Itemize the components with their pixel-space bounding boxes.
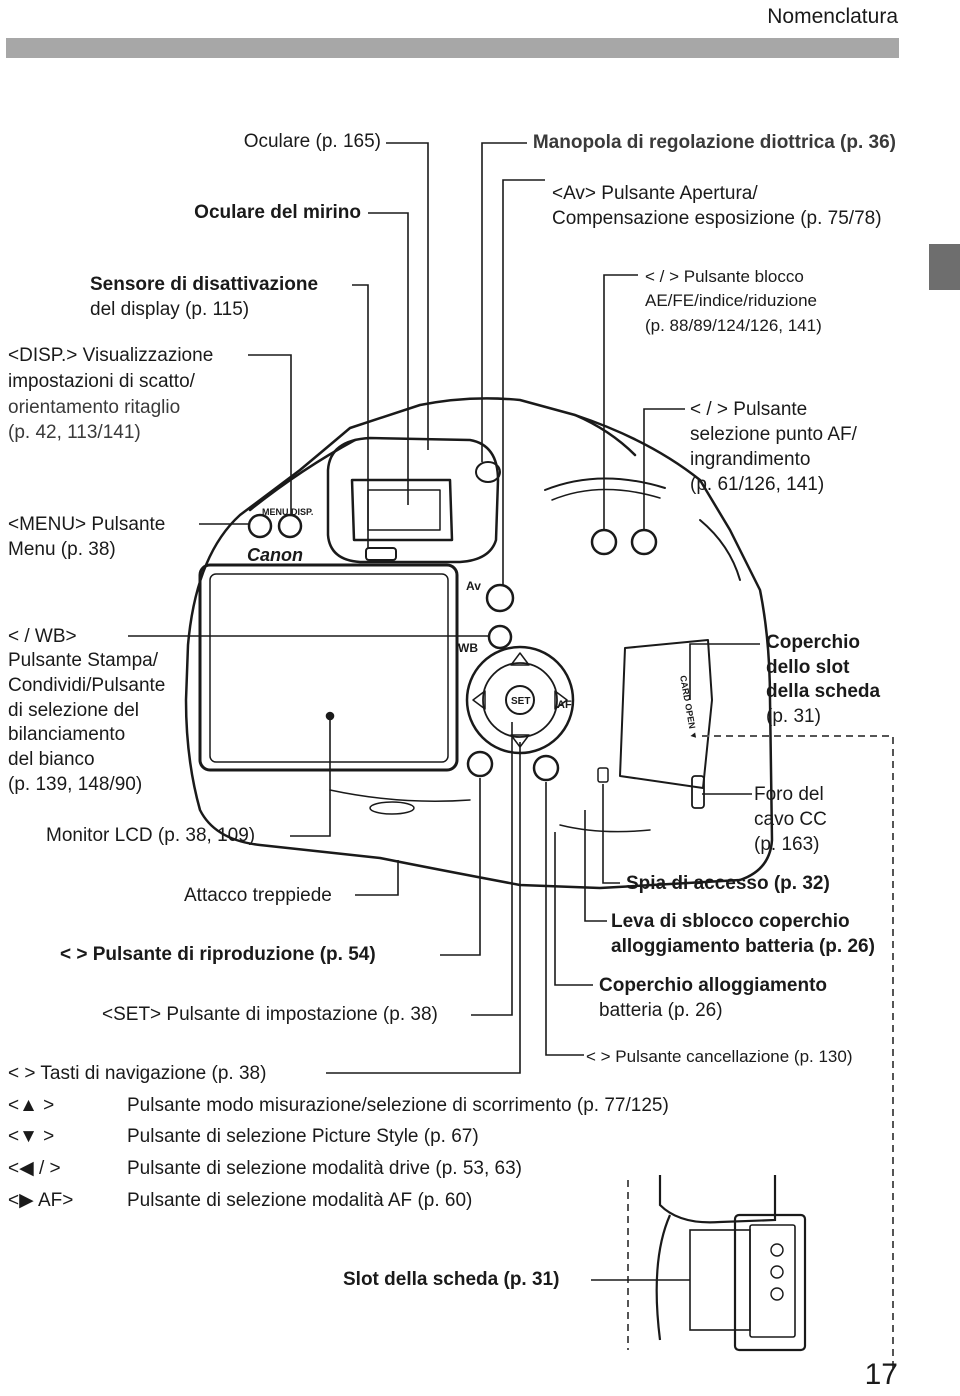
label-av-line2: Compensazione esposizione (p. 75/78) [552,208,882,229]
nav-left-description: Pulsante di selezione modalità drive (p.… [127,1158,523,1179]
label-disp-line1: <DISP.> Visualizzazione [8,345,214,366]
card-slot-bottom-view [658,1175,777,1224]
nav-down-key: <▼ > [8,1126,55,1147]
wb-marking: WB [458,641,478,655]
nav-down-description: Pulsante di selezione Picture Style (p. … [127,1126,479,1147]
card-slot-cover [619,639,713,789]
lcd-monitor [198,563,459,772]
label-foro-line3: (p. 163) [754,834,820,855]
label-coperchio-slot-line1: Coperchio [766,632,860,653]
label-disp-line3: orientamento ritaglio [8,397,181,418]
label-stampa-line2: Pulsante Stampa/ [8,650,158,671]
label-leva-line1: Leva di sblocco coperchio [611,911,850,932]
chapter-side-tab [929,244,960,290]
label-oculare: Oculare (p. 165) [243,131,381,152]
memory-card-slot [689,1229,751,1331]
label-disp-line4: (p. 42, 113/141) [8,422,141,443]
label-af-line1: < / > Pulsante [690,399,808,420]
ae-lock-button-drawing [590,528,618,556]
label-stampa-line3: Condividi/Pulsante [8,675,166,696]
print-button-drawing [487,624,513,650]
diopter-dial [475,461,501,483]
nav-right-description: Pulsante di selezione modalità AF (p. 60… [127,1190,473,1211]
af-marking: AF [557,699,572,711]
menu-button-drawing [247,513,273,539]
label-stampa-line5: bilanciamento [8,724,126,745]
eyecup [326,436,500,564]
display-off-sensor [365,547,397,561]
nav-left-key: <◀ / > [8,1158,61,1179]
disp-button-drawing [277,513,303,539]
erase-button-drawing [532,754,560,782]
label-cancellazione: < > Pulsante cancellazione (p. 130) [586,1047,853,1066]
av-marking: Av [466,579,481,593]
label-riproduzione: < > Pulsante di riproduzione (p. 54) [60,944,376,965]
af-point-button-drawing [630,528,658,556]
brand-logo-text: Canon [247,545,303,565]
page-header-title: Nomenclatura [767,5,898,28]
label-spia: Spia di accesso (p. 32) [626,873,830,894]
label-menu-line2: Menu (p. 38) [8,539,116,560]
label-coperchio-slot-line2: dello slot [766,657,850,678]
label-navigazione: < > Tasti di navigazione (p. 38) [8,1063,267,1084]
label-ae-line1: < / > Pulsante blocco [645,267,804,286]
playback-button-drawing [466,750,494,778]
menu-marking: MENU [262,507,289,517]
tripod-socket [369,801,415,815]
label-coperchio-slot-line3: della scheda [766,681,881,702]
label-af-line3: ingrandimento [690,449,811,470]
access-lamp [597,767,609,783]
label-stampa-line4: di selezione del [8,700,139,721]
label-monitor: Monitor LCD (p. 38, 109) [46,825,256,846]
label-coperchio-batt-line2: batteria (p. 26) [599,1000,723,1021]
label-stampa-line7: (p. 139, 148/90) [8,774,143,795]
label-disp-line2: impostazioni di scatto/ [8,371,195,392]
dc-cable-hole [691,775,705,809]
label-stampa-line6: del bianco [8,749,95,770]
av-button-drawing [485,583,515,613]
label-ae-line2: AE/FE/indice/riduzione [645,291,817,310]
label-sensore-line2: del display (p. 115) [90,299,250,320]
header-bar [6,38,899,58]
disp-marking: DISP. [291,507,313,517]
label-oculare-mirino: Oculare del mirino [194,202,361,223]
label-menu-line1: <MENU> Pulsante [8,514,166,535]
card-open-marking: CARD OPEN ▼ [678,675,699,741]
label-af-line4: (p. 61/126, 141) [690,474,825,495]
nav-up-key: <▲ > [8,1095,55,1116]
label-coperchio-slot-line4: (p. 31) [766,706,821,727]
page-number: 17 [864,1358,898,1391]
label-av-line1: <Av> Pulsante Apertura/ [552,183,758,204]
label-ae-line3: (p. 88/89/124/126, 141) [645,316,822,335]
label-sensore-line1: Sensore di disattivazione [90,274,319,295]
label-treppiede: Attacco treppiede [184,885,332,906]
label-slot-scheda: Slot della scheda (p. 31) [343,1269,560,1290]
label-set: <SET> Pulsante di impostazione (p. 38) [102,1004,438,1025]
set-marking: SET [511,696,530,707]
label-leva-line2: alloggiamento batteria (p. 26) [611,936,875,957]
label-diottrica: Manopola di regolazione diottrica (p. 36… [532,132,896,153]
label-stampa-line1: < / WB> [8,626,77,647]
nav-up-description: Pulsante modo misurazione/selezione di s… [127,1095,669,1116]
label-foro-line2: cavo CC [754,809,827,830]
set-button-drawing [505,685,535,715]
label-coperchio-batt-line1: Coperchio alloggiamento [599,975,828,996]
label-foro-line1: Foro del [754,784,824,805]
label-af-line2: selezione punto AF/ [690,424,857,445]
nav-right-key: <▶ AF> [8,1190,74,1211]
